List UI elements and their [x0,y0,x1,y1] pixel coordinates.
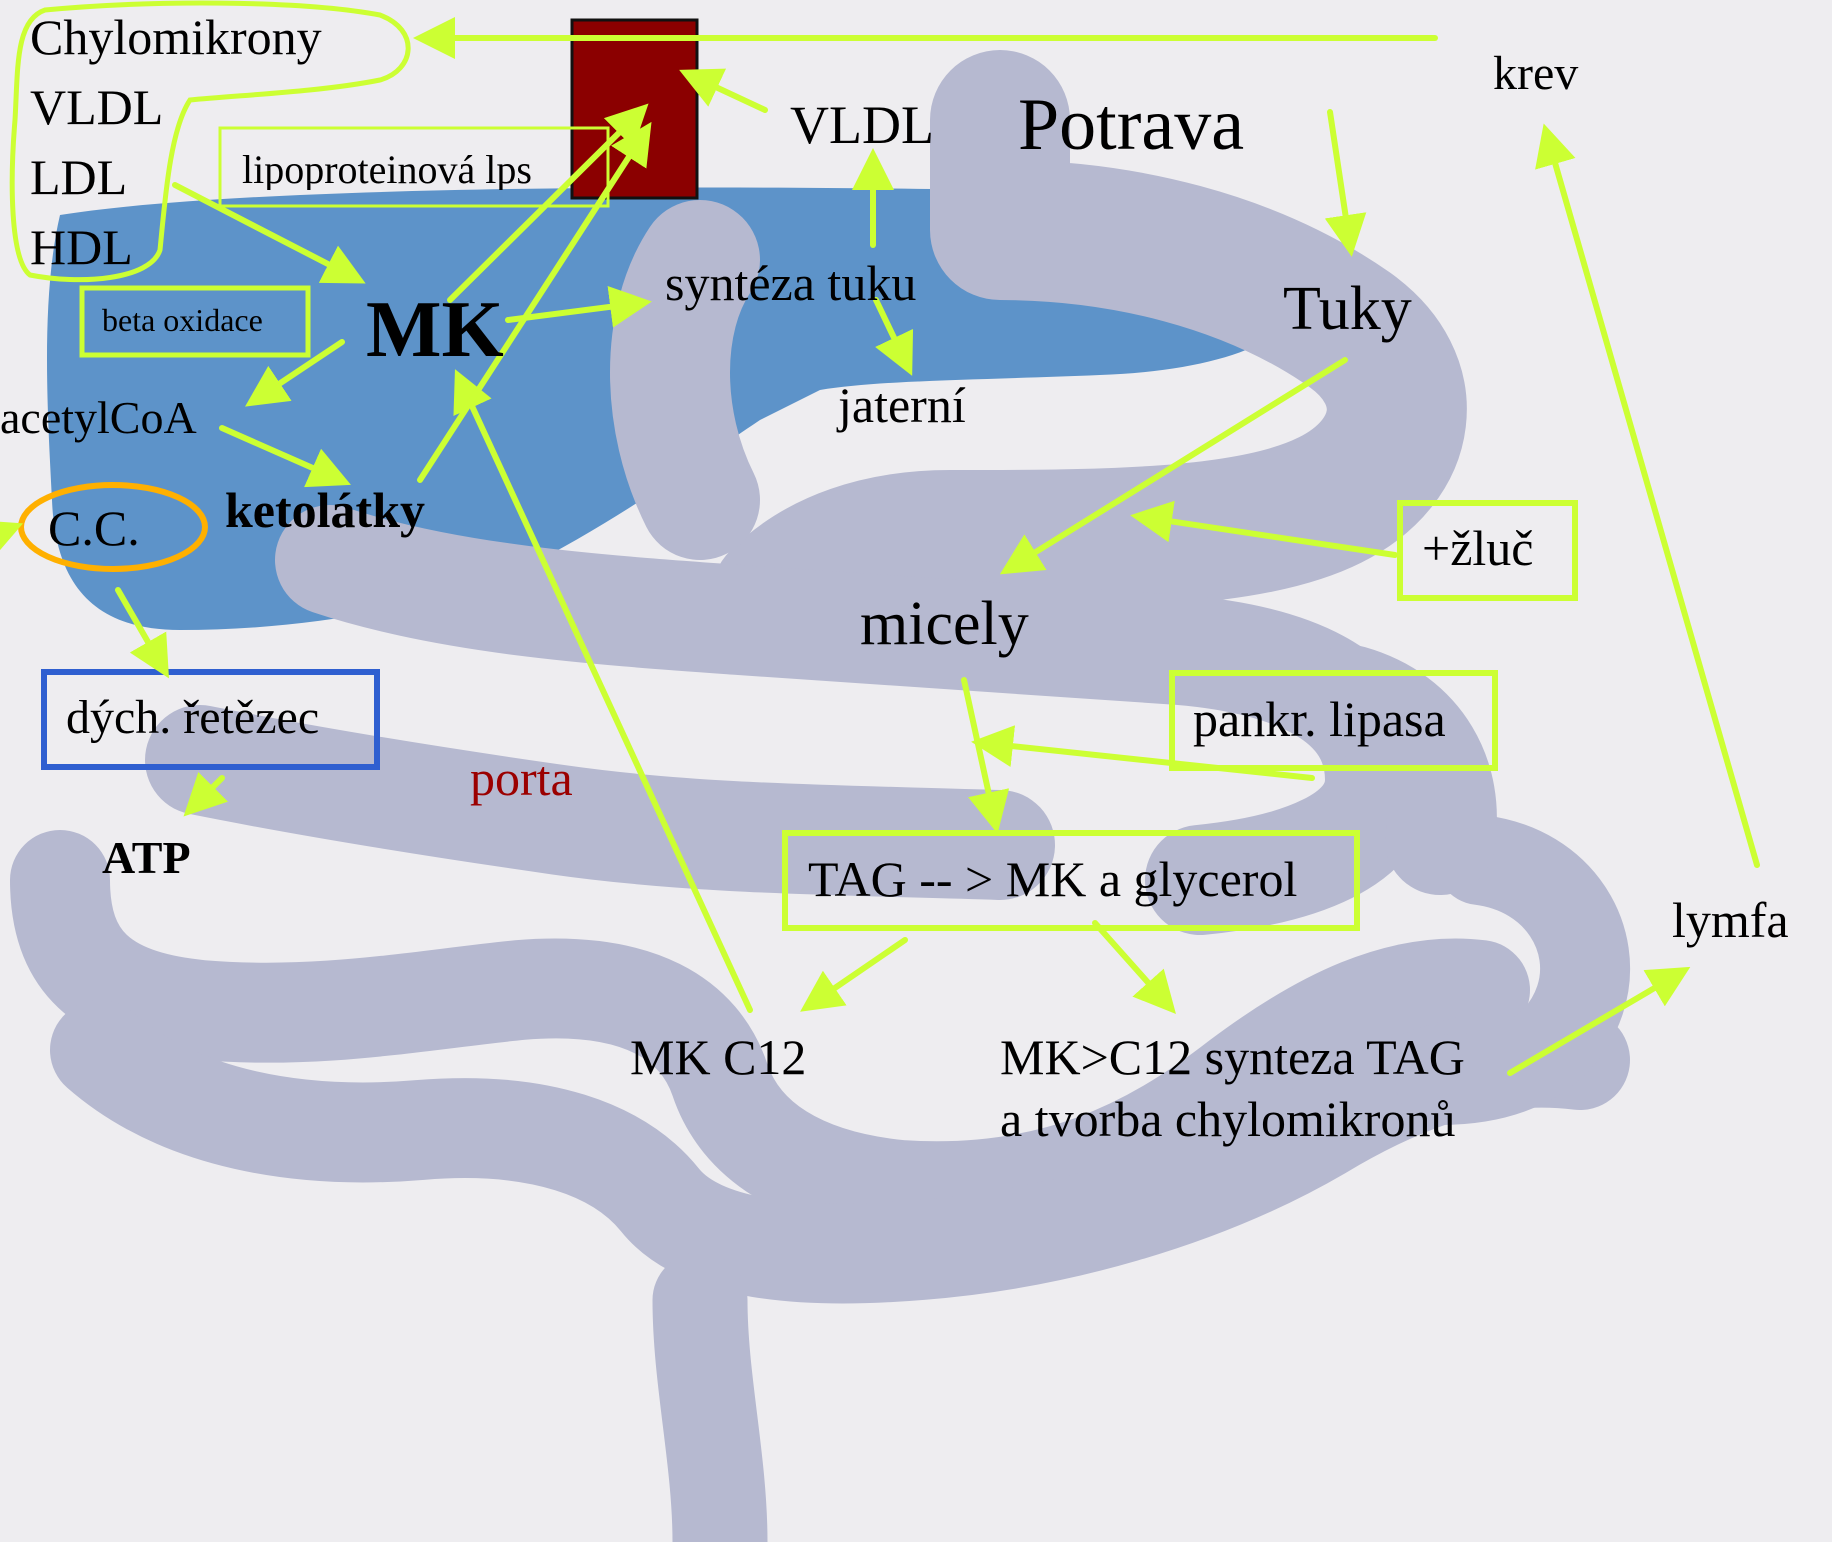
arrow-potrava-to-tuky [1330,112,1350,245]
arrow-vldl-to-block [690,75,765,110]
label-mk-synteza-line1: MK>C12 synteza TAG [1000,1032,1465,1082]
label-vldl-list: VLDL [30,82,163,132]
label-beta-oxidace: beta oxidace [102,304,263,336]
label-hdl: HDL [30,222,133,272]
label-pankr-lipasa: pankr. lipasa [1193,694,1446,744]
label-ldl: LDL [30,152,127,202]
tissue-block [572,20,697,198]
label-krev: krev [1493,50,1578,98]
label-tag: TAG -- > MK a glycerol [808,854,1297,904]
label-ketolatky: ketolátky [225,485,425,535]
label-vldl-liver: VLDL [790,98,934,152]
label-lymfa: lymfa [1672,895,1789,945]
label-mk-synteza-line2: a tvorba chylomikronů [1000,1094,1455,1144]
label-acetylcoa: acetylCoA [0,395,197,441]
arrow-tag-to-mksynteza [1095,923,1168,1005]
arrow-lymfa-to-krev [1547,135,1757,865]
label-chylomikrony: Chylomikrony [30,12,322,62]
label-lipoproteinova-lps: lipoproteinová lps [242,150,582,190]
label-jaterni: jaterní [838,380,966,430]
label-atp: ATP [102,835,191,881]
label-mk-c12: MK C12 [630,1032,806,1082]
label-zluc: +žluč [1422,523,1533,573]
label-micely: micely [860,593,1029,655]
label-dych-retezec: dých. řetězec [66,694,319,742]
label-synteza-tuku: syntéza tuku [665,258,916,308]
arrow-lipasa-to-path [983,743,1312,778]
label-tuky: Tuky [1283,278,1412,340]
label-cc: C.C. [48,503,140,553]
arrow-into-cc [0,528,12,533]
label-potrava: Potrava [1018,88,1244,162]
arrow-tag-to-mkc12 [810,940,905,1005]
label-mk: MK [366,290,504,370]
label-porta: porta [470,753,573,803]
